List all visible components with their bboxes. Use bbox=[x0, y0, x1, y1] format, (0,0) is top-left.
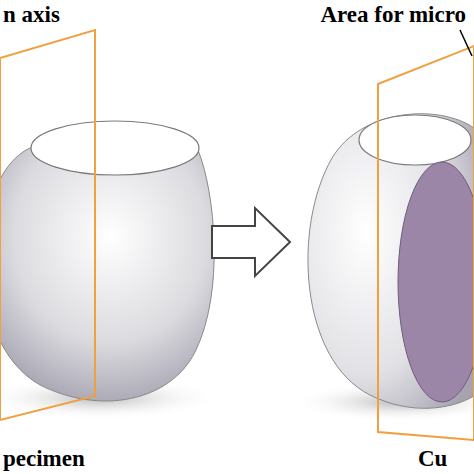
cutting-plane bbox=[0, 30, 95, 420]
cut-label: Cu bbox=[418, 446, 447, 471]
specimen-label: pecimen bbox=[3, 446, 85, 471]
specimen-body bbox=[0, 148, 214, 401]
process-arrow bbox=[212, 208, 290, 276]
specimen-top bbox=[359, 115, 471, 165]
area-label: Area for micro bbox=[320, 2, 466, 27]
cut-face bbox=[398, 162, 474, 402]
specimen-top bbox=[31, 121, 199, 175]
leader-line bbox=[460, 30, 472, 56]
cutting-plane bbox=[378, 46, 474, 440]
axis-label: n axis bbox=[3, 2, 60, 27]
